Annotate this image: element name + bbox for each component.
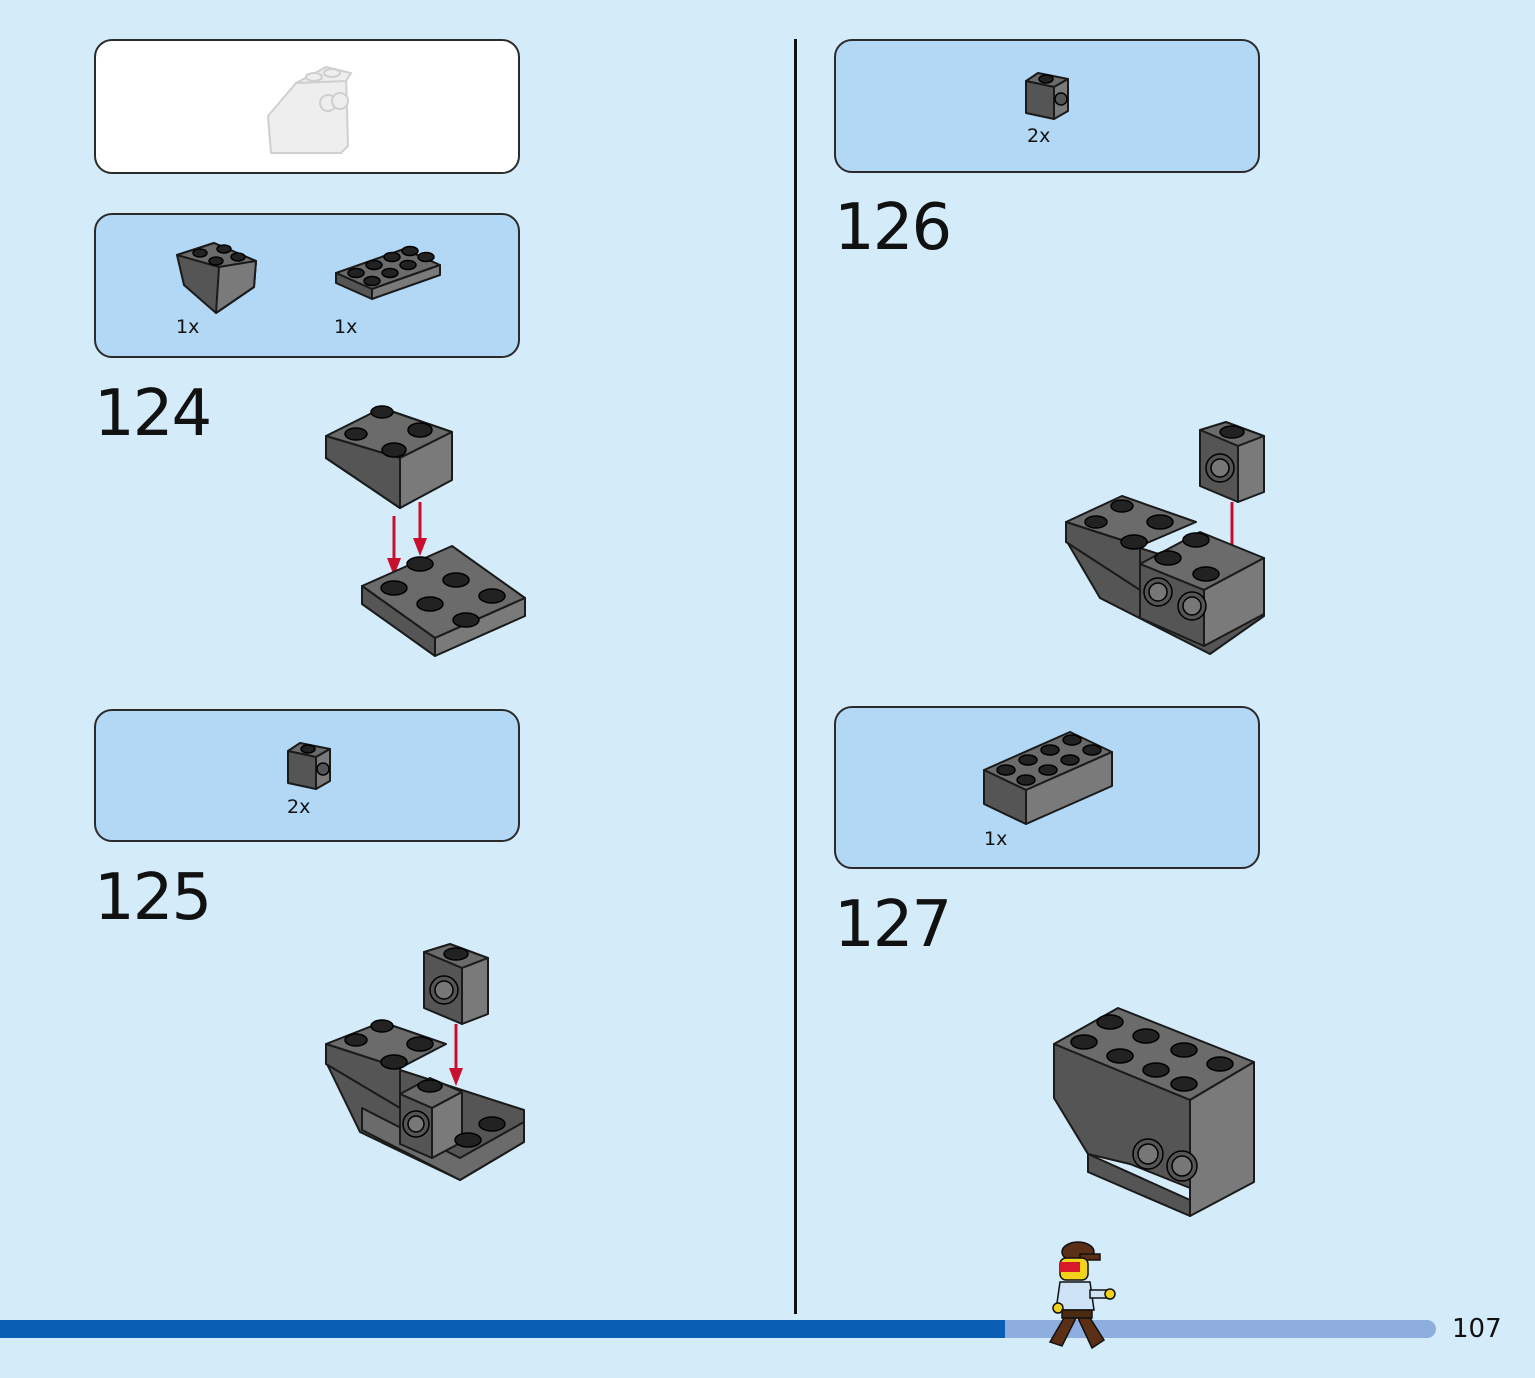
step-126-assembly-illustration — [1065, 421, 1265, 655]
step-number-127: 127 — [834, 888, 952, 962]
progress-bar-fill — [0, 1320, 1005, 1338]
parts-box-step-126: 2x — [834, 39, 1260, 173]
step-125-assembly-illustration — [325, 943, 525, 1181]
brick-1x1-with-hole-icon — [1025, 72, 1069, 120]
subassembly-preview-box — [94, 39, 520, 174]
step-number-124: 124 — [94, 377, 212, 451]
plate-2x4-icon — [335, 245, 441, 300]
page-number: 107 — [1452, 1314, 1502, 1344]
slope-inverted-brick-icon — [176, 242, 257, 314]
parts-box-step-125: 2x — [94, 709, 520, 842]
step-124-assembly-illustration — [325, 405, 526, 657]
part-qty: 2x — [1027, 125, 1051, 147]
step-number-126: 126 — [834, 191, 952, 265]
part-qty: 1x — [984, 828, 1008, 850]
part-qty: 1x — [176, 316, 200, 338]
step-127-assembly-illustration — [1053, 1007, 1255, 1217]
part-qty: 2x — [287, 796, 311, 818]
column-divider — [794, 39, 797, 1314]
brick-1x1-with-hole-icon — [287, 742, 331, 790]
step-number-125: 125 — [94, 861, 212, 935]
parts-box-step-127: 1x — [834, 706, 1260, 869]
subassembly-ghost-icon — [266, 65, 353, 154]
brick-2x4-icon — [983, 731, 1113, 825]
minifigure-walking-icon — [1048, 1241, 1116, 1350]
part-qty: 1x — [334, 316, 358, 338]
parts-box-step-124: 1x 1x — [94, 213, 520, 358]
